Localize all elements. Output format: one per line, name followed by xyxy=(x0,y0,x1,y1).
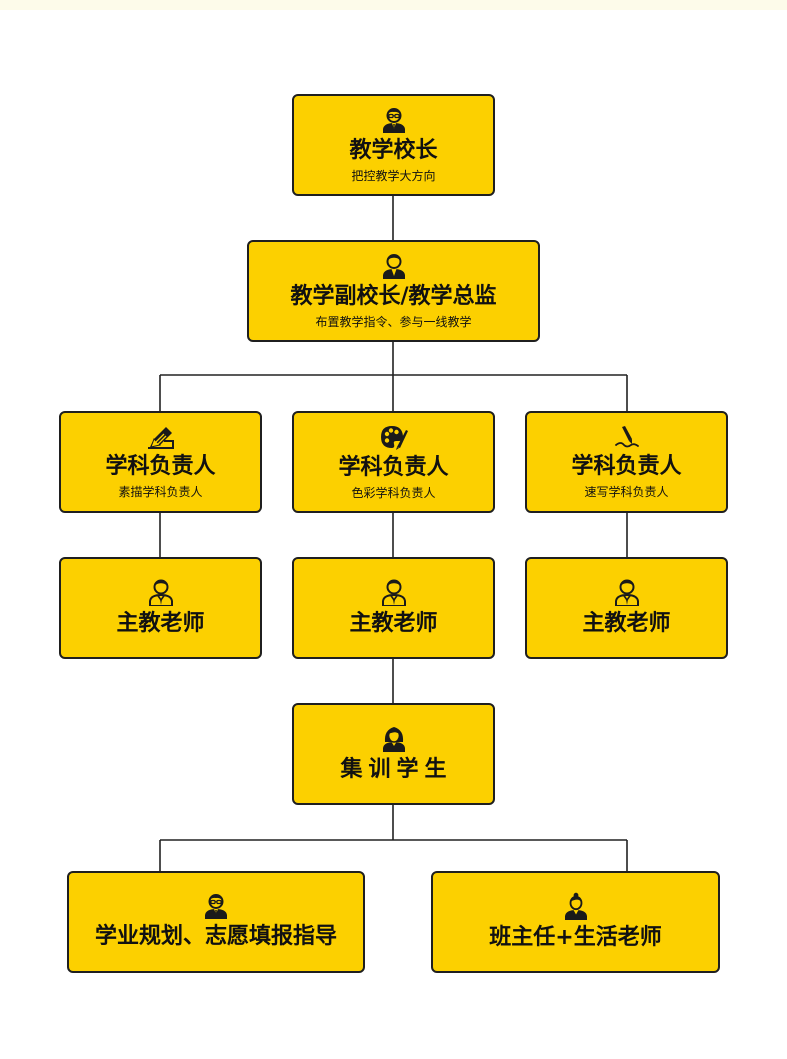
planning-title: 学业规划、志愿填报指导 xyxy=(94,924,337,949)
subject-color-title: 学科负责人 xyxy=(338,454,449,480)
advisor-icon xyxy=(205,894,227,919)
subject-color-subtitle: 色彩学科负责人 xyxy=(351,485,436,500)
subject-sketch-title: 学科负责人 xyxy=(105,453,216,479)
teacher-icon xyxy=(148,579,173,606)
subject-quick-box: 学科负责人 速写学科负责人 xyxy=(525,411,728,513)
subject-quick-subtitle: 速写学科负责人 xyxy=(584,484,669,499)
palette-icon xyxy=(380,425,408,450)
female-staff-icon xyxy=(564,892,587,920)
principal-box: 教学校长 把控教学大方向 xyxy=(292,94,495,196)
teacher-box-2: 主教老师 xyxy=(292,557,495,659)
teacher-icon xyxy=(381,579,406,606)
top-band xyxy=(0,0,787,10)
teacher-box-1: 主教老师 xyxy=(59,557,262,659)
female-student-icon xyxy=(382,727,405,752)
students-box: 集训学生 xyxy=(292,703,495,805)
subject-quick-title: 学科负责人 xyxy=(571,453,682,479)
pencil-drawing-icon xyxy=(147,426,174,449)
students-title: 集训学生 xyxy=(340,757,453,782)
subject-sketch-box: 学科负责人 素描学科负责人 xyxy=(59,411,262,513)
teacher-title-2: 主教老师 xyxy=(349,611,438,636)
principal-subtitle: 把控教学大方向 xyxy=(351,168,436,183)
vice-principal-title: 教学副校长/教学总监 xyxy=(290,283,497,309)
vice-principal-box: 教学副校长/教学总监 布置教学指令、参与一线教学 xyxy=(247,240,540,342)
homeroom-box: 班主任+生活老师 xyxy=(431,871,720,973)
subject-sketch-subtitle: 素描学科负责人 xyxy=(118,484,203,499)
planning-box: 学业规划、志愿填报指导 xyxy=(67,871,365,973)
person-glasses-icon xyxy=(382,107,405,133)
vice-principal-subtitle: 布置教学指令、参与一线教学 xyxy=(315,314,472,329)
homeroom-title: 班主任+生活老师 xyxy=(489,925,662,950)
teacher-title-1: 主教老师 xyxy=(116,611,205,636)
teacher-box-3: 主教老师 xyxy=(525,557,728,659)
teacher-icon xyxy=(614,579,639,606)
person-icon xyxy=(382,253,405,279)
pen-writing-icon xyxy=(614,425,639,447)
subject-color-box: 学科负责人 色彩学科负责人 xyxy=(292,411,495,513)
principal-title: 教学校长 xyxy=(349,137,438,163)
teacher-title-3: 主教老师 xyxy=(582,611,671,636)
